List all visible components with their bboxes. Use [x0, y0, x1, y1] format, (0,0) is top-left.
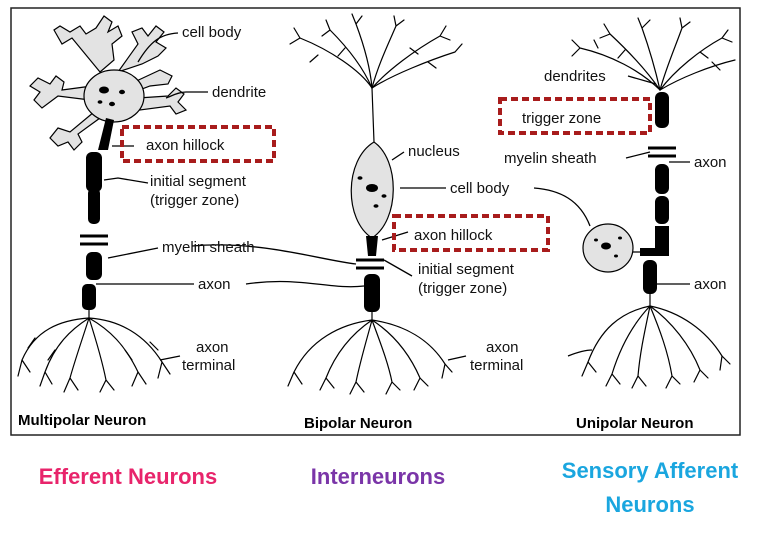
bipolar-myelin: [364, 274, 380, 312]
multipolar-myelin-2: [86, 252, 102, 280]
title-bipolar: Bipolar Neuron: [304, 415, 412, 432]
bipolar-axon-hillock: [366, 236, 378, 256]
label-axon-terminal-left-1: axon: [196, 339, 229, 356]
label-initial-segment-mid: initial segment: [418, 261, 515, 278]
title-unipolar: Unipolar Neuron: [576, 415, 694, 432]
caption-interneurons: Interneurons: [310, 464, 446, 489]
label-axon-mid: axon: [198, 276, 231, 293]
caption-sensory-line1: Sensory Afferent: [561, 458, 739, 483]
highlight-axon-hillock-mid: [392, 214, 550, 252]
label-axon-terminal-mid-2: terminal: [470, 357, 523, 374]
unipolar-myelin-1: [655, 164, 669, 194]
label-axon-hillock-mid: axon hillock: [414, 227, 493, 244]
unipolar-nucleolus: [601, 242, 611, 250]
label-myelin-sheath-right: myelin sheath: [504, 150, 597, 167]
caption-sensory-line2: Neurons: [605, 492, 695, 517]
label-axon-hillock-left: axon hillock: [146, 137, 225, 154]
bipolar-neuron: [287, 13, 463, 395]
multipolar-axon-terminal: [17, 317, 171, 393]
unipolar-dendrites: [571, 17, 736, 91]
multipolar-initial-segment: [86, 152, 102, 192]
multipolar-myelin-3: [82, 284, 96, 310]
highlight-axon-hillock-left: [120, 125, 276, 163]
unipolar-trigger-zone: [655, 92, 669, 128]
unipolar-junction: [640, 226, 669, 256]
unipolar-myelin-2: [655, 196, 669, 224]
label-dendrites: dendrites: [544, 68, 606, 85]
unipolar-neuron: [571, 17, 736, 389]
label-nucleus: nucleus: [408, 143, 460, 160]
caption-efferent: Efferent Neurons: [38, 464, 218, 489]
label-axon-terminal-left-2: terminal: [182, 357, 235, 374]
multipolar-neuron: [17, 15, 188, 393]
label-dendrite: dendrite: [212, 84, 266, 101]
highlight-trigger-zone-right: [498, 97, 652, 135]
multipolar-axon-hillock: [98, 118, 114, 150]
bipolar-nucleolus: [366, 184, 378, 192]
multipolar-nucleolus: [99, 86, 109, 94]
title-multipolar: Multipolar Neuron: [18, 412, 146, 429]
label-cell-body: cell body: [182, 24, 242, 41]
unipolar-myelin-3: [643, 260, 657, 294]
label-cell-body-mid: cell body: [450, 180, 510, 197]
unipolar-axon-terminal: [581, 305, 731, 389]
bipolar-axon-terminal: [287, 319, 453, 395]
bipolar-dendrites: [289, 13, 463, 143]
label-myelin-sheath-mid: myelin sheath: [162, 239, 255, 256]
label-axon-right-bottom: axon: [694, 276, 727, 293]
label-trigger-zone-mid: (trigger zone): [418, 280, 507, 297]
label-trigger-zone-right: trigger zone: [522, 110, 601, 127]
multipolar-myelin-1: [88, 188, 100, 224]
label-trigger-zone-left: (trigger zone): [150, 192, 239, 209]
label-axon-right-top: axon: [694, 154, 727, 171]
label-initial-segment-left: initial segment: [150, 173, 247, 190]
label-axon-terminal-mid-1: axon: [486, 339, 519, 356]
